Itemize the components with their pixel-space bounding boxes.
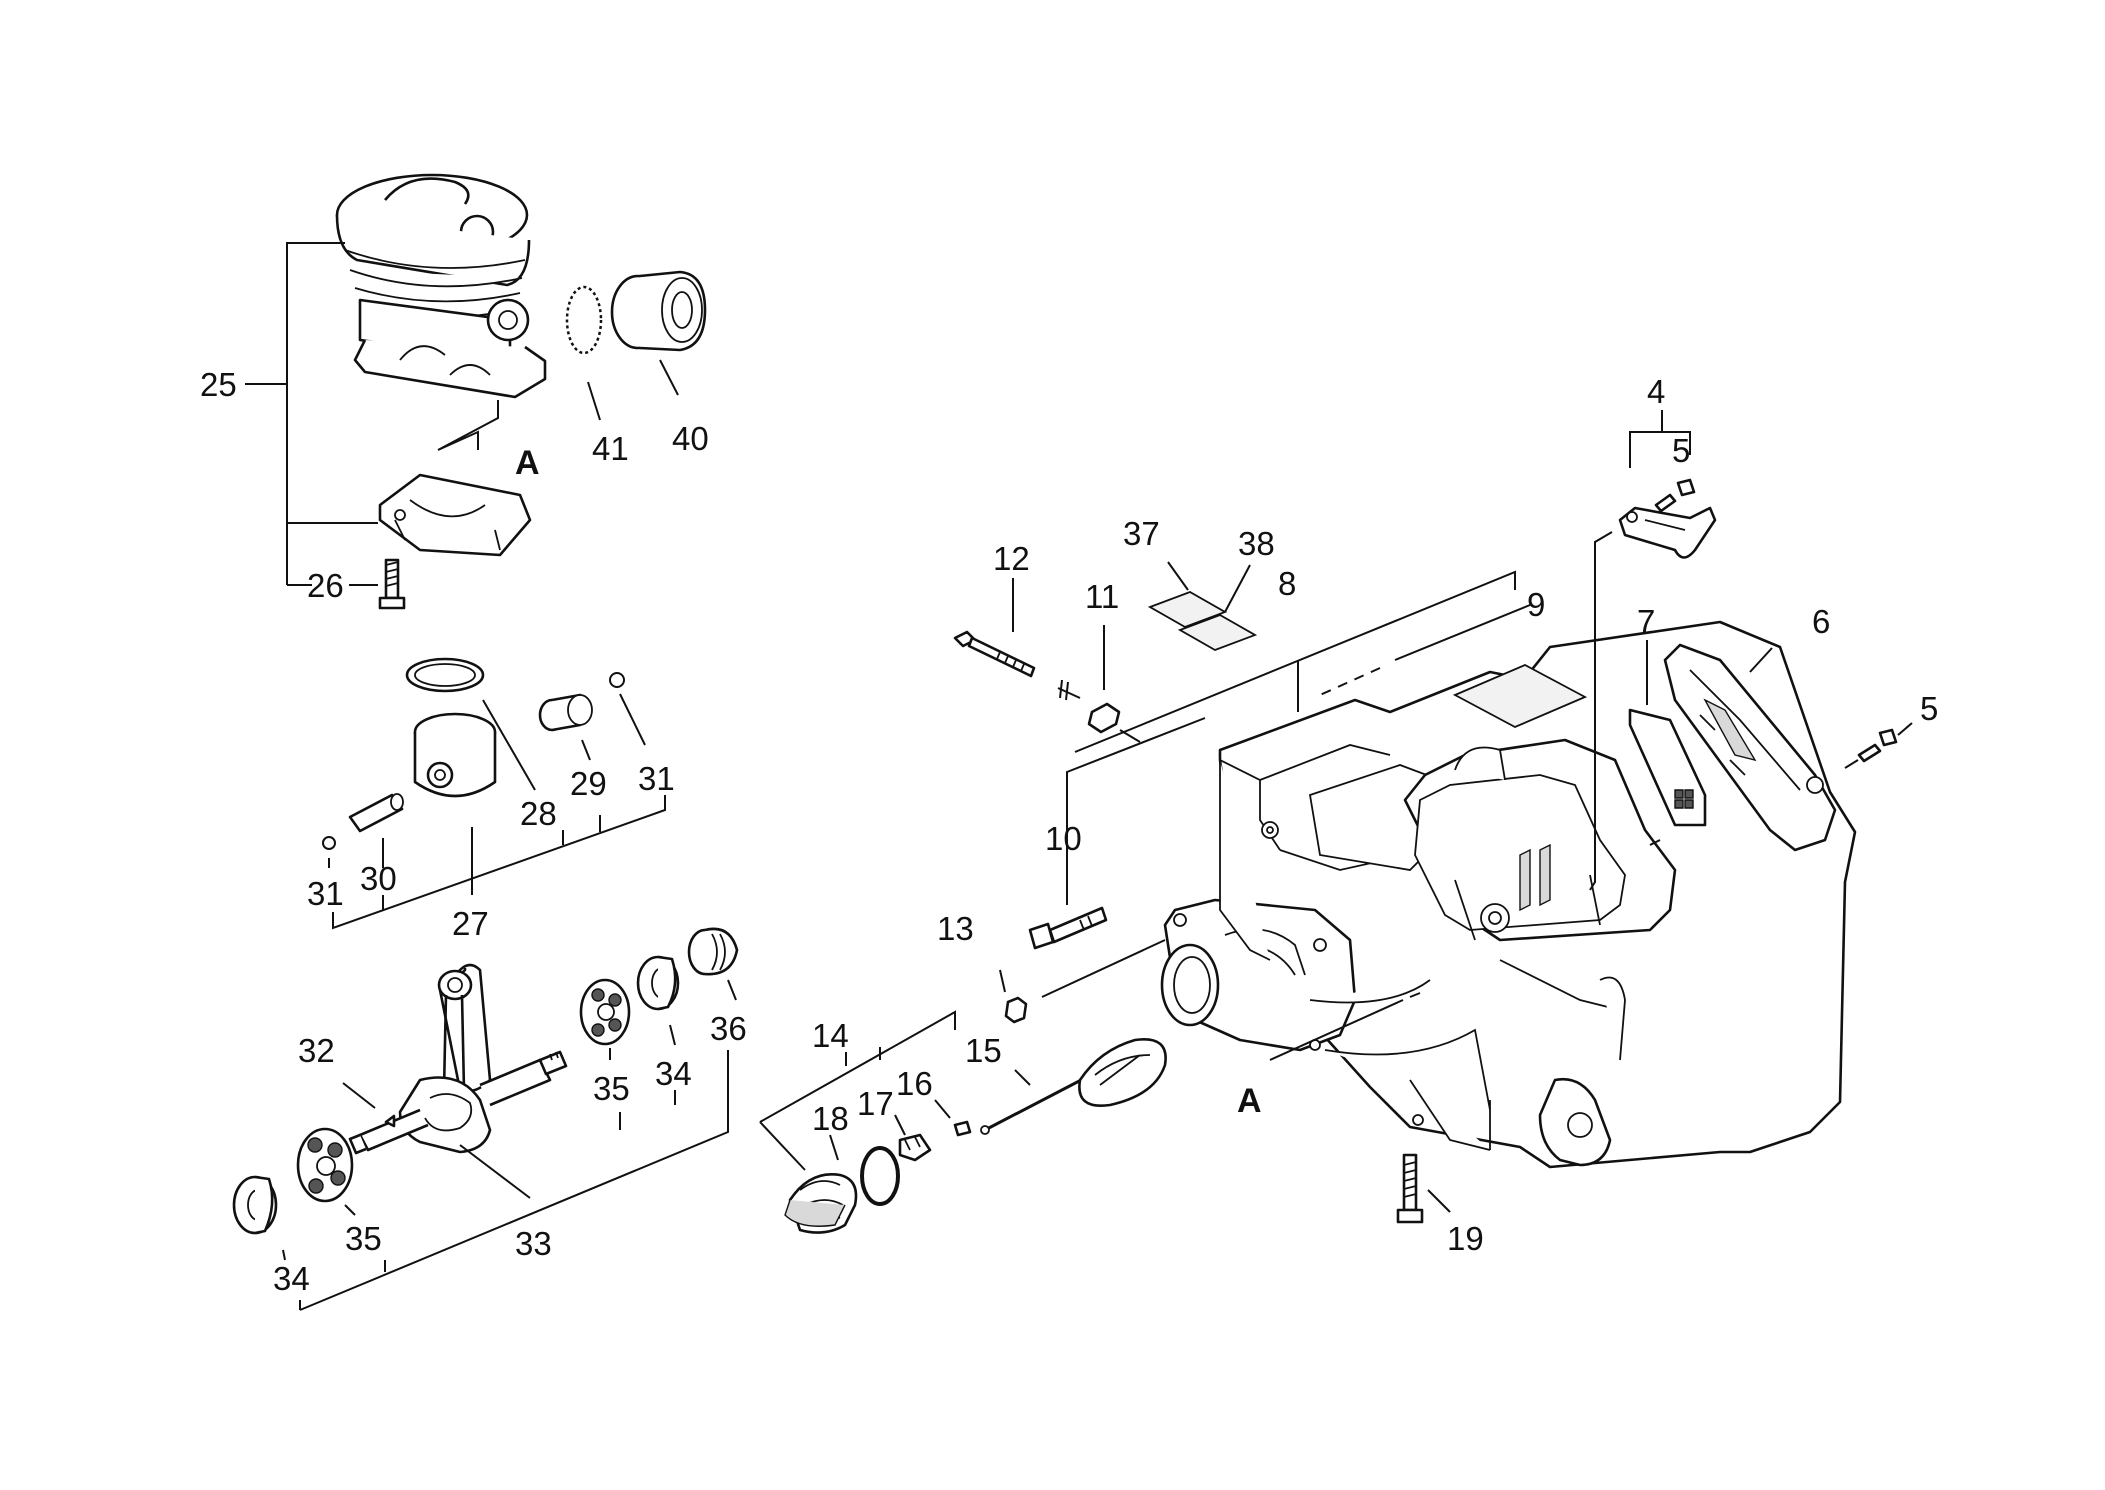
label-35-right: 35: [593, 1070, 630, 1107]
crankshaft-group: 36 34 35 32: [232, 927, 747, 1311]
part-6-cover: 6: [1649, 603, 1837, 852]
label-5-upper: 5: [1672, 432, 1690, 469]
label-26: 26: [307, 567, 344, 604]
label-40: 40: [672, 420, 709, 457]
label-41: 41: [592, 430, 629, 467]
label-35-left: 35: [345, 1220, 382, 1257]
label-36: 36: [710, 1010, 747, 1047]
label-10: 10: [1045, 820, 1082, 857]
label-31-right: 31: [638, 760, 675, 797]
label-38: 38: [1238, 525, 1275, 562]
label-33: 33: [515, 1225, 552, 1262]
decals-37-38: 37 38: [1123, 515, 1275, 651]
ref-a-crankcase: A: [1237, 992, 1421, 1120]
label-5-right: 5: [1920, 690, 1938, 727]
label-25-bracket: 25: [200, 242, 378, 586]
label-34-right: 34: [655, 1055, 692, 1092]
label-16: 16: [896, 1065, 933, 1102]
label-12: 12: [993, 540, 1030, 577]
label-15: 15: [965, 1032, 1002, 1069]
label-4: 4: [1647, 373, 1665, 410]
piston-group: 28 29 31 27 30 31: [307, 657, 675, 942]
ref-a-cylinder: A: [515, 444, 540, 482]
crankcase-housing: [1160, 620, 1857, 1169]
label-37: 37: [1123, 515, 1160, 552]
label-25: 25: [200, 366, 237, 403]
part-13-plug: 13: [937, 910, 1166, 1024]
cylinder-lower-half: [378, 473, 532, 557]
label-18: 18: [812, 1100, 849, 1137]
label-11: 11: [1085, 578, 1119, 615]
part-11-nut: 11: [1085, 578, 1141, 743]
part-7-plate: 7: [1628, 603, 1707, 827]
housing-leaders: 8 9: [1074, 565, 1588, 753]
label-8: 8: [1278, 565, 1296, 602]
part-5-screw-right: 5: [1844, 690, 1938, 769]
label-34-left: 34: [273, 1260, 310, 1297]
part-26-bolt: 26: [307, 558, 406, 610]
oil-group: 14 18 17 16 15: [759, 1010, 1167, 1234]
label-6: 6: [1812, 603, 1830, 640]
label-30: 30: [360, 860, 397, 897]
label-7: 7: [1637, 603, 1655, 640]
part-19-bolt: 19: [1396, 1153, 1484, 1257]
svg-text:A: A: [1237, 1082, 1262, 1120]
part-12-bolt: 12: [953, 540, 1081, 701]
label-32: 32: [298, 1032, 335, 1069]
label-28: 28: [520, 795, 557, 832]
part-40-intake-boot: 40: [610, 270, 709, 457]
label-13: 13: [937, 910, 974, 947]
label-17: 17: [857, 1085, 894, 1122]
cylinder-assembly: A: [335, 173, 547, 482]
label-27: 27: [452, 905, 489, 942]
label-19: 19: [1447, 1220, 1484, 1257]
label-9: 9: [1527, 586, 1545, 623]
label-29: 29: [570, 765, 607, 802]
label-14: 14: [812, 1017, 849, 1054]
label-31-left: 31: [307, 875, 344, 912]
part-41-ring: 41: [565, 285, 629, 467]
part-4-bracket: 4: [1589, 373, 1717, 891]
part-5-screw-upper: 5: [1654, 432, 1696, 513]
part-10-bolt: 10: [1028, 717, 1206, 950]
